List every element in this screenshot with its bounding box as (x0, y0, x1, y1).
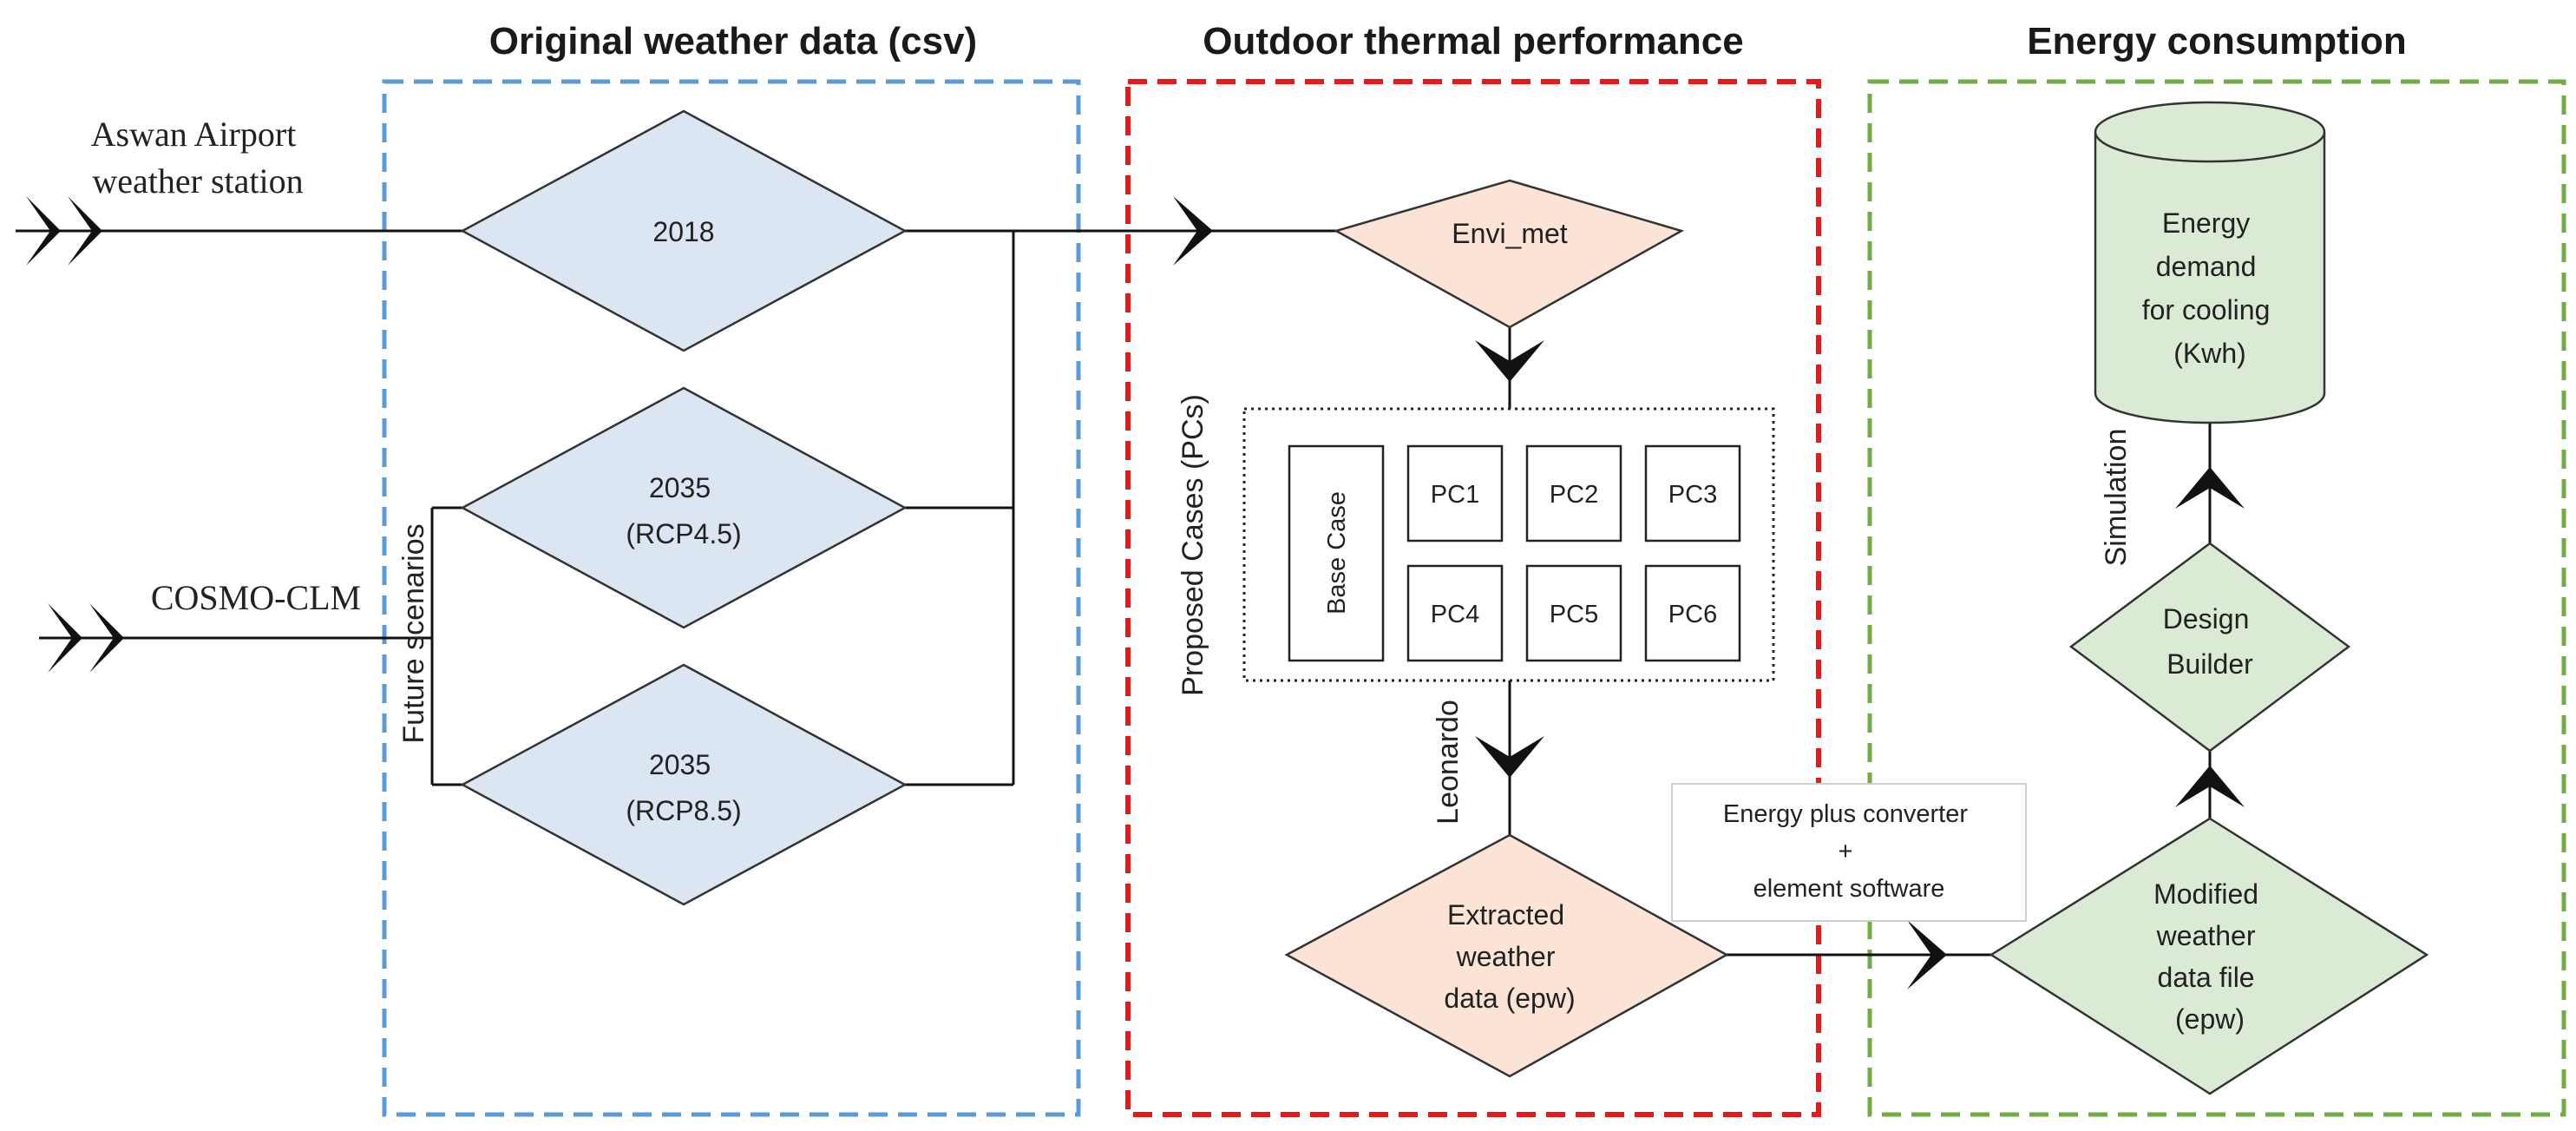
pc4-box (1406, 564, 1504, 662)
pc4-label: PC4 (1431, 601, 1479, 628)
flow-arrow-envi-met-icon (1173, 196, 1213, 266)
pc2-box (1525, 444, 1622, 542)
pc-grid: PC1 PC2 PC3 PC4 PC5 PC6 (1406, 444, 1741, 662)
panel-energy-frame (1867, 79, 2566, 1117)
pc1-label: PC1 (1431, 481, 1479, 509)
design-builder-label: Design Builder (2163, 603, 2258, 680)
node-2035-rcp45-diamond (460, 386, 908, 629)
base-case-label: Base Case (1323, 491, 1351, 615)
base-case-box (1288, 444, 1385, 662)
pc6-label: PC6 (1668, 601, 1717, 628)
extracted-weather-label: Extracted weather data (epw) (1444, 899, 1575, 1014)
envi-met-label: Envi_met (1452, 218, 1568, 249)
flow-arrow-leonardo-icon (1475, 736, 1544, 778)
cosmo-clm-label: COSMO-CLM (151, 578, 361, 617)
panel-energy-title: Energy consumption (2027, 20, 2407, 62)
future-scenarios-label: Future scenarios (397, 523, 430, 743)
aswan-station-label: Aswan Airport weather station (91, 115, 305, 201)
modified-weather-diamond (1989, 817, 2429, 1095)
aswan-arrow-icon (26, 196, 102, 266)
node-2018-label: 2018 (652, 216, 714, 247)
panel-original-title: Original weather data (csv) (489, 20, 977, 62)
converter-label: Energy plus converter + element software (1723, 800, 1975, 903)
panel-outdoor-frame (1125, 79, 1821, 1117)
pc5-label: PC5 (1550, 601, 1598, 628)
pc2-label: PC2 (1550, 481, 1598, 509)
envi-met-diamond (1333, 179, 1685, 329)
converter-box (1671, 783, 2027, 922)
energy-demand-cylinder (2094, 101, 2326, 424)
node-2035-rcp85-diamond (460, 663, 908, 906)
flow-arrow-converter-icon (1907, 920, 1947, 990)
cosmo-arrow-icon (48, 603, 124, 673)
node-2018-diamond (460, 109, 908, 352)
pc6-box (1644, 564, 1741, 662)
flow-arrow-pcs-icon (1475, 340, 1544, 382)
modified-weather-label: Modified weather data file (epw) (2153, 878, 2266, 1035)
flow-arrow-demand-icon (2175, 467, 2245, 509)
simulation-label: Simulation (2100, 429, 2133, 567)
pc3-label: PC3 (1668, 481, 1717, 509)
design-builder-diamond (2068, 542, 2351, 753)
node-2035-rcp45-label: 2035 (RCP4.5) (626, 472, 741, 549)
pc1-box (1406, 444, 1504, 542)
pc3-box (1644, 444, 1741, 542)
node-2035-rcp85-label: 2035 (RCP8.5) (626, 749, 741, 826)
proposed-cases-label: Proposed Cases (PCs) (1177, 394, 1209, 696)
flow-arrow-design-icon (2175, 766, 2245, 807)
energy-demand-label: Energy demand for cooling (Kwh) (2142, 207, 2278, 369)
leonardo-label: Leonardo (1432, 700, 1465, 825)
panel-original-frame (382, 79, 1081, 1117)
pc5-box (1525, 564, 1622, 662)
panel-outdoor-title: Outdoor thermal performance (1203, 20, 1743, 62)
extracted-weather-diamond (1284, 833, 1729, 1078)
